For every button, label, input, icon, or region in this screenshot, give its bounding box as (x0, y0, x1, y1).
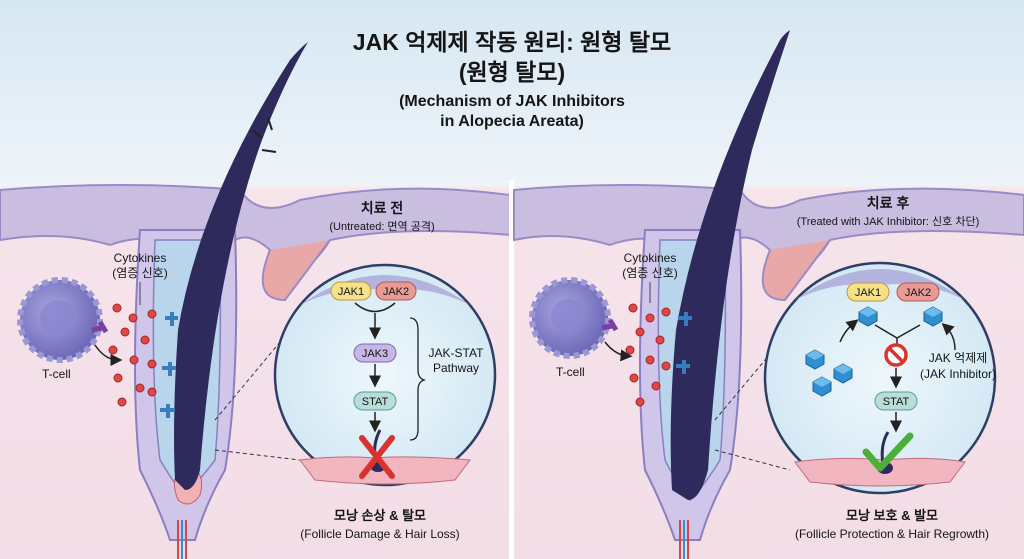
jak1-label: JAK1 (338, 286, 364, 298)
jak2-label: JAK2 (383, 286, 409, 298)
pathway-bracket (409, 317, 427, 441)
blocked-icon (884, 343, 908, 367)
stat-badge-right (874, 391, 918, 411)
cytokine-receptors (160, 312, 178, 418)
arrow-icon (94, 344, 123, 366)
cytokines-label: Cytokines (114, 251, 167, 265)
sebaceous-gland (261, 239, 331, 302)
inhibitor-label-en: (JAK Inhibitor) (920, 367, 996, 381)
cross-icon (359, 435, 395, 479)
cytokines-ko-label-right: (염증 신호) (622, 266, 678, 280)
right-result-en: (Follicle Protection & Hair Regrowth) (795, 527, 989, 541)
healthy-hair-shaft (670, 30, 790, 500)
title-line-3: (Mechanism of JAK Inhibitors (399, 93, 625, 110)
title-line-2: (원형 탈모) (459, 59, 565, 85)
panel-divider (509, 180, 514, 559)
jak1-badge-right (846, 282, 890, 302)
hair-break-marks (251, 117, 277, 153)
cytokines-label-right: Cytokines (624, 251, 677, 265)
jak2-badge-right (896, 282, 940, 302)
stat-label: STAT (362, 396, 389, 408)
tcell-label: T-cell (42, 367, 71, 381)
jak2-label-right: JAK2 (905, 287, 931, 299)
left-result-en: (Follicle Damage & Hair Loss) (300, 527, 459, 541)
hair-shaft (174, 42, 308, 490)
jak3-label: JAK3 (362, 348, 388, 360)
right-heading: 치료 후 (867, 195, 910, 211)
receptor-icon (91, 320, 109, 334)
title-line-4: in Alopecia Areata) (440, 113, 584, 130)
left-heading: 치료 전 (361, 200, 404, 216)
pathway-label-2: Pathway (433, 361, 479, 375)
left-zoom-circle (273, 263, 497, 487)
cytokine-dots (108, 303, 157, 407)
left-result-ko: 모낭 손상 & 탈모 (334, 508, 426, 523)
left-panel: T-cell Cytokines (염증 신호) 치료 전 (Untreated… (0, 42, 511, 559)
inhibitor-label-ko: JAK 억제제 (929, 351, 987, 365)
jak1-badge (330, 281, 372, 301)
jak1-label-right: JAK1 (855, 287, 881, 299)
right-subheading: (Treated with JAK Inhibitor: 신호 차단) (797, 215, 980, 228)
pathway-label-1: JAK-STAT (429, 346, 485, 360)
title-block: JAK 억제제 작동 원리: 원형 탈모 (원형 탈모) (Mechanism … (353, 29, 671, 130)
cytokines-ko-label: (염증 신호) (112, 266, 168, 280)
right-result-ko: 모낭 보호 & 발모 (846, 508, 938, 523)
jak3-badge (353, 343, 397, 363)
jak2-badge (375, 281, 417, 301)
stat-badge (353, 391, 397, 411)
left-subheading: (Untreated: 면역 공격) (329, 220, 434, 233)
tcell-label-right: T-cell (556, 365, 585, 379)
check-icon (862, 432, 914, 472)
stat-label-right: STAT (883, 396, 910, 408)
title-line-1: JAK 억제제 작동 원리: 원형 탈모 (353, 29, 671, 55)
right-panel: T-cell Cytokines (염증 신호) 치료 후 (Treated w… (513, 30, 1024, 559)
cytokine-dots-right (625, 303, 671, 407)
